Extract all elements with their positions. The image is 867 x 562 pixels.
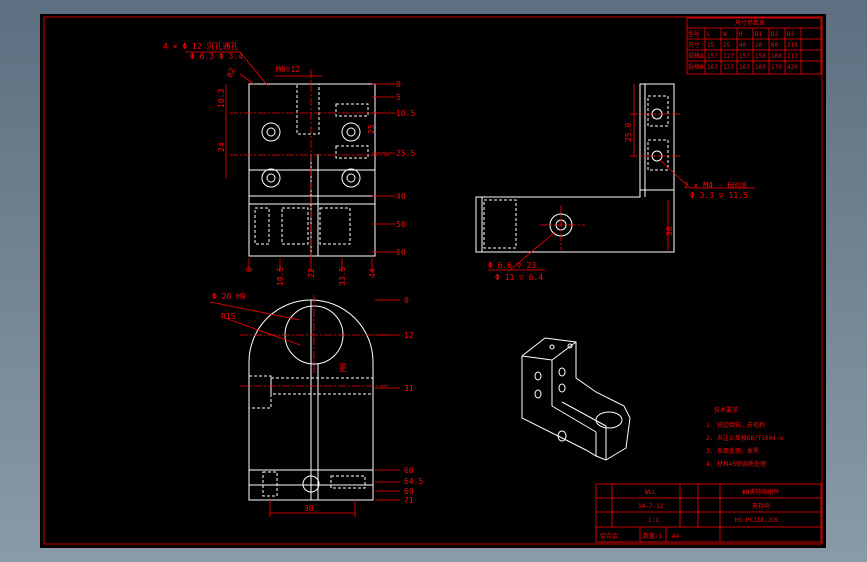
- side-callout-1: 2 × M4 - 6H▽8: [684, 181, 747, 190]
- title-block: WLL Φ8夹持块组件 14-7-12 夹持块 1:1 HY-PCJ18-JG5…: [595, 483, 822, 543]
- front-dim-2: 31: [404, 384, 414, 393]
- table-cell: D2: [771, 31, 779, 38]
- table-cell: 420: [787, 64, 798, 71]
- table-title: 尺寸参数表: [735, 19, 765, 27]
- iso-outline: [521, 337, 631, 461]
- table-cell: 167: [739, 64, 750, 71]
- table-cell: 127: [723, 53, 734, 60]
- table-cell: 157: [739, 53, 750, 60]
- slot-label: M6: [339, 362, 348, 372]
- table-cell: D1: [755, 31, 763, 38]
- bore-label: Φ 20 H9: [212, 292, 246, 301]
- table-cell: 25: [723, 42, 731, 49]
- front-view: Φ 20 H9 R15 M6 0 12 31 60 64.5 69 71 30: [209, 292, 423, 517]
- table-cell: 60: [771, 42, 779, 49]
- dim-right-7: 60: [396, 248, 406, 257]
- table-cell: W: [723, 31, 727, 38]
- hole-callout: 4 × Φ 12 沉孔通孔: [163, 41, 238, 51]
- dim-right-6: 50: [396, 220, 406, 229]
- tb-r3-2: HY-PCJ18-JG5: [735, 517, 779, 524]
- dim-bottom-3: 33.5: [338, 267, 347, 286]
- table-cell: 型号: [688, 30, 700, 38]
- front-dim-6: 71: [404, 496, 414, 505]
- front-dim-3: 60: [404, 466, 414, 475]
- note-3: 3. 表面处理，发黑: [706, 447, 759, 455]
- drawing-frame: [43, 16, 823, 545]
- table-cell: 150: [755, 53, 766, 60]
- table-cell: 160: [771, 53, 782, 60]
- table-cell: 规格A: [688, 52, 704, 60]
- dim-left-0: 10.3: [217, 89, 226, 108]
- dim-bottom-4: 44: [368, 268, 377, 278]
- note-4: 4. 材料45钢调质处理: [706, 460, 766, 468]
- table-cell: 210: [787, 42, 798, 49]
- thread-label: M6▽12: [276, 65, 300, 74]
- front-dim-1: 12: [404, 331, 414, 340]
- table-cell: 20: [755, 42, 763, 49]
- tb-r4-1: 数量:1: [643, 532, 663, 540]
- isometric-view: [521, 337, 631, 461]
- side-view: 25.9 2 × M4 - 6H▽8 Φ 3.3 ▽ 11.5 Φ 6.6 ▽ …: [475, 83, 755, 282]
- tb-r4-2: A4: [672, 533, 680, 540]
- table-cell: 170: [771, 64, 782, 71]
- note-1: 1. 锐边倒钝，去毛刺: [706, 421, 765, 429]
- table-cell: 217: [787, 53, 798, 60]
- hole-callout-sub: Φ 6.3 Φ 3.4: [190, 52, 243, 61]
- drawing-viewport[interactable]: [40, 14, 826, 548]
- table-cell: H: [739, 31, 743, 38]
- table-cell: 160: [755, 64, 766, 71]
- dim-right-1: 5: [396, 93, 401, 102]
- radius-label: R2: [225, 66, 237, 78]
- table-cell: 137: [723, 64, 734, 71]
- tb-r2-2: 夹持块: [752, 502, 770, 510]
- table-cell: 167: [707, 64, 718, 71]
- side-callout-2-sub: Φ 11 ▽ 6.4: [495, 273, 543, 282]
- dim-right-4: 25.5: [396, 149, 415, 158]
- table-cell: 40: [739, 42, 747, 49]
- front-dim-5: 69: [404, 487, 414, 496]
- front-dim-bottom: 30: [304, 504, 314, 513]
- dim-bottom-0: 0: [245, 267, 254, 272]
- bore-radius: R15: [221, 312, 236, 321]
- dim-bottom-1: 10.5: [276, 267, 285, 286]
- table-cell: L: [707, 31, 711, 38]
- side-dim-bottom: 38: [665, 226, 674, 236]
- dim-right-5: 40: [396, 192, 406, 201]
- dim-right-0: 0: [396, 80, 401, 89]
- note-2: 2. 未注公差按GB/T1804-m: [706, 434, 783, 442]
- tb-r1-0: WLL: [645, 489, 656, 496]
- dim-bottom-2: 22: [307, 268, 316, 278]
- top-view: 4 × Φ 12 沉孔通孔 Φ 6.3 Φ 3.4 M6▽12 R2 10.3 …: [163, 41, 415, 286]
- notes-title: 技术要求: [714, 406, 738, 414]
- tb-r3-0: 1:1: [648, 517, 659, 524]
- tb-r1-2: Φ8夹持块组件: [742, 488, 779, 496]
- technical-notes: 技术要求 1. 锐边倒钝，去毛刺 2. 未注公差按GB/T1804-m 3. 表…: [706, 406, 783, 468]
- side-callout-1-sub: Φ 3.3 ▽ 11.5: [690, 191, 748, 200]
- table-cell: 15: [707, 42, 715, 49]
- dim-right-3: 25: [367, 124, 376, 134]
- side-callout-2: Φ 6.6 ▽ 23: [488, 261, 536, 270]
- dim-left-1: 24: [217, 142, 226, 152]
- front-dim-4: 64.5: [404, 477, 423, 486]
- table-cell: 规格B: [688, 63, 704, 71]
- table-cell: 尺寸: [688, 41, 700, 49]
- side-dim-vertical: 25.9: [624, 123, 633, 142]
- table-cell: 157: [707, 53, 718, 60]
- tb-r4-0: 铝合金: [600, 532, 618, 540]
- dim-right-2: 10.5: [396, 109, 415, 118]
- table-cell: D3: [787, 31, 795, 38]
- tb-r2-0: 14-7-12: [638, 503, 664, 510]
- side-view-outline: [475, 83, 675, 253]
- front-dim-0: 0: [404, 296, 409, 305]
